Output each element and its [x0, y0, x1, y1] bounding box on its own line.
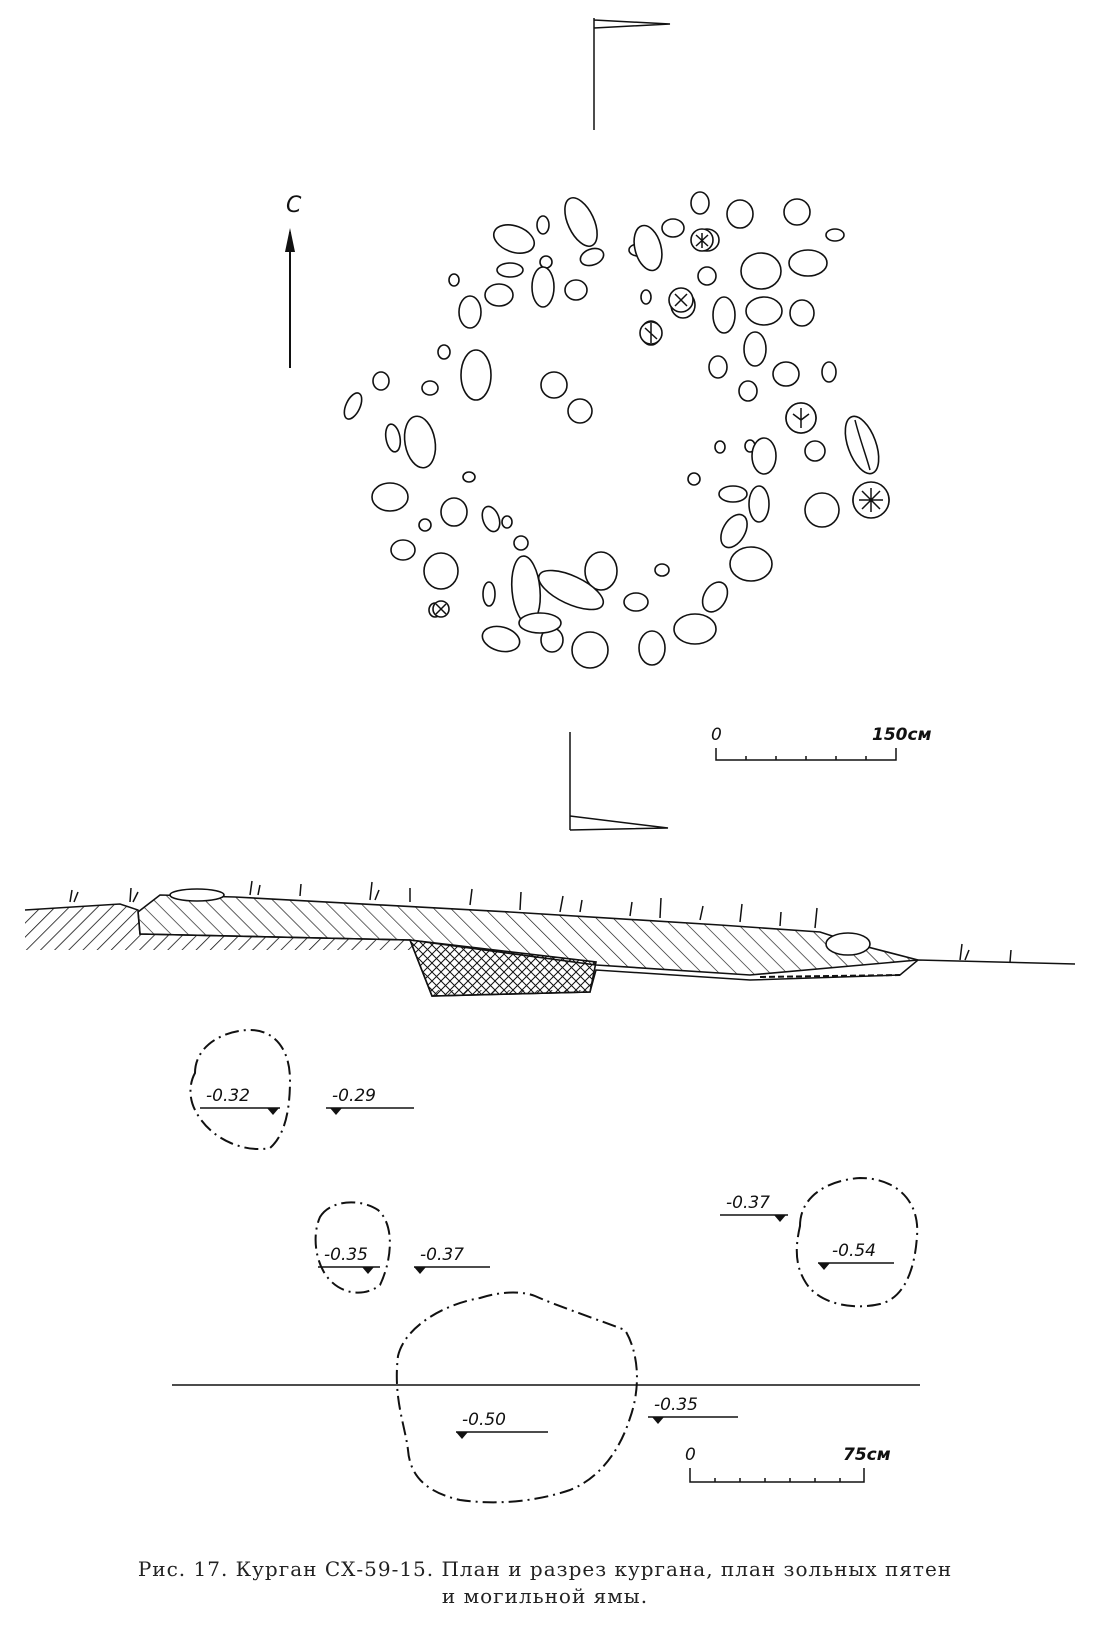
scale-pits-zero: 0 — [685, 1445, 696, 1465]
scale-bar-pits — [689, 1468, 865, 1483]
scale-plan-zero: 0 — [711, 725, 722, 745]
scale-plan-end: 150см — [872, 725, 932, 745]
scale-pits-end: 75см — [843, 1445, 891, 1465]
north-arrow-icon — [285, 228, 295, 368]
section-marker-top — [593, 18, 671, 130]
scale-bar-plan — [715, 748, 897, 761]
svg-text:-0.32: -0.32 — [206, 1086, 250, 1106]
ash-pits-plan — [172, 1028, 920, 1504]
depth-mark: -0.37 — [720, 1193, 788, 1222]
caption-line-1: Рис. 17. Курган СХ-59-15. План и разрез … — [137, 1557, 953, 1581]
depth-mark: -0.35 — [648, 1395, 738, 1424]
depth-mark: -0.35 — [318, 1245, 380, 1274]
marked-stones — [432, 228, 890, 618]
depth-mark: -0.50 — [456, 1410, 548, 1439]
caption-line-2: и могильной ямы. — [441, 1584, 649, 1608]
svg-text:-0.37: -0.37 — [726, 1193, 770, 1213]
depth-mark: -0.37 — [414, 1245, 490, 1274]
depth-marks: -0.32 -0.29 -0.35 -0.37 -0.37 -0.54 — [200, 1086, 894, 1439]
figure-caption: Рис. 17. Курган СХ-59-15. План и разрез … — [40, 1556, 1050, 1610]
svg-text:-0.50: -0.50 — [462, 1410, 506, 1430]
mound-cross-section — [24, 880, 1076, 997]
stone-ring-plan — [343, 191, 890, 669]
depth-mark: -0.54 — [818, 1241, 894, 1270]
north-label: С — [286, 193, 302, 218]
depth-mark: -0.32 — [200, 1086, 280, 1115]
svg-text:-0.37: -0.37 — [420, 1245, 464, 1265]
depth-mark: -0.29 — [326, 1086, 414, 1115]
svg-text:-0.35: -0.35 — [654, 1395, 698, 1415]
svg-text:-0.35: -0.35 — [324, 1245, 368, 1265]
section-marker-bottom — [569, 732, 669, 831]
svg-text:-0.54: -0.54 — [832, 1241, 876, 1261]
svg-text:-0.29: -0.29 — [332, 1086, 376, 1106]
